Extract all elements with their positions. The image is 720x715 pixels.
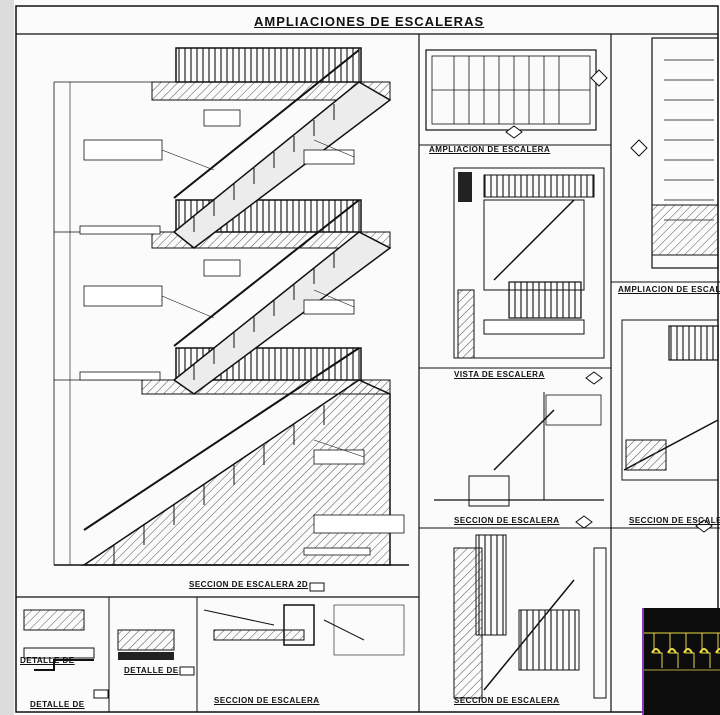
stair-plan-detail xyxy=(425,49,608,131)
drawing-canvas xyxy=(15,5,720,713)
section-markers xyxy=(93,125,713,699)
caption-detalle-1: DETALLE DE xyxy=(20,656,75,665)
caption-seccion-escalera-3: SECCION DE ESCALERA xyxy=(629,516,720,525)
caption-seccion-escalera: SECCION DE ESCALERA 2D xyxy=(189,580,309,589)
caption-detalle-3: DETALLE DE xyxy=(30,700,85,709)
spiral-plan-detail xyxy=(630,37,719,269)
sheet-title: AMPLIACIONES DE ESCALERAS xyxy=(254,14,485,29)
sheet-margin xyxy=(0,0,14,715)
caption-seccion-escalera-5: SECCION DE ESCALERA xyxy=(454,696,560,705)
railing-elevation-detail xyxy=(621,319,719,481)
caption-ampliacion-escalera: AMPLIACION DE ESCALERA xyxy=(429,145,551,154)
cad-preview-drawing xyxy=(644,632,720,671)
caption-detalle-2: DETALLE DE xyxy=(124,666,179,675)
caption-vista-escalera: VISTA DE ESCALERA xyxy=(454,370,545,379)
caption-seccion-escalera-4: SECCION DE ESCALERA xyxy=(214,696,320,705)
caption-ampliacion-escalera-2: AMPLIACION DE ESCALERA xyxy=(618,285,720,294)
drawing-sheet: AMPLIACIONES DE ESCALERAS SECCION DE ESC… xyxy=(14,0,720,715)
cad-preview-inset xyxy=(642,608,720,715)
main-stair-section xyxy=(53,47,409,566)
stair-section-lower xyxy=(453,534,607,699)
stair-view-detail xyxy=(434,392,604,507)
caption-seccion-escalera-2: SECCION DE ESCALERA xyxy=(454,516,560,525)
detail-drawings xyxy=(23,604,405,671)
railing-section-detail xyxy=(453,167,605,359)
